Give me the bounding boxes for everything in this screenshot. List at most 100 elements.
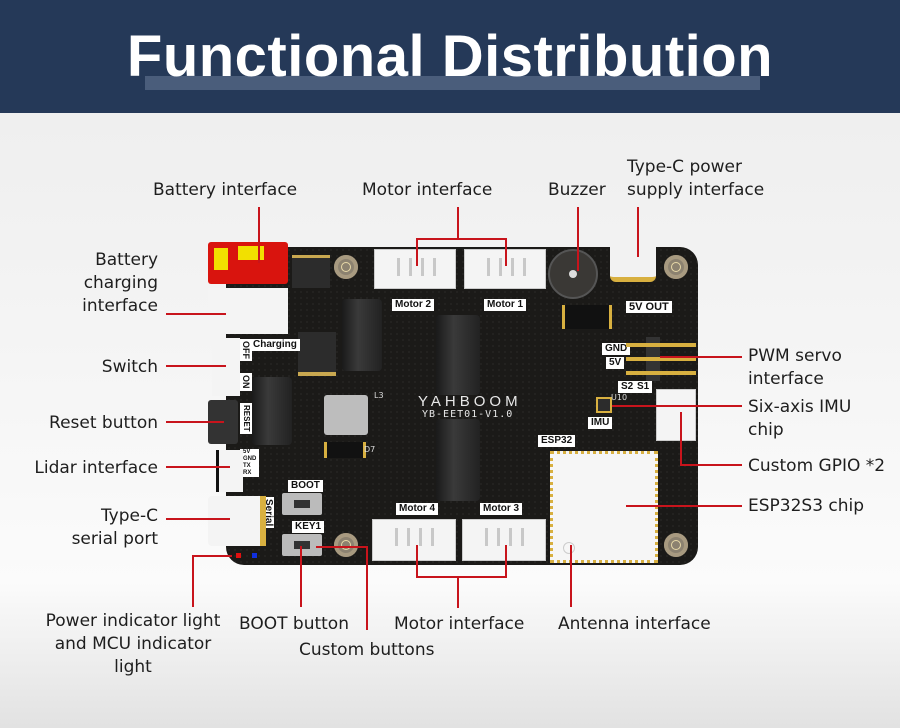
lidar-connector[interactable] [216, 450, 243, 492]
leader-line [660, 356, 742, 358]
leader-line [577, 207, 579, 271]
capacitor [436, 315, 480, 395]
leader-line [680, 464, 742, 466]
power-led [236, 553, 241, 558]
5v-silk: 5V [606, 357, 625, 369]
label-custom-gpio: Custom GPIO *2 [748, 456, 886, 476]
leader-line [505, 238, 507, 266]
typec-serial-port[interactable] [208, 496, 266, 546]
motor1-silk: Motor 1 [484, 299, 527, 311]
key1-silk: KEY1 [292, 521, 325, 533]
motor4-connector[interactable] [372, 519, 456, 561]
u10-label: U10 [611, 393, 628, 402]
leader-line [457, 576, 459, 608]
header-banner: Functional Distribution [0, 0, 900, 113]
leader-line [166, 466, 230, 468]
leader-line [416, 238, 418, 266]
capacitor [252, 377, 292, 445]
leader-line [612, 405, 742, 407]
charging-connector[interactable] [208, 288, 288, 334]
on-silk: ON [240, 373, 252, 391]
inductor-l3 [324, 395, 368, 435]
lidar-pin-labels: 5V GND TX RX [240, 449, 260, 477]
leader-line [258, 207, 260, 263]
leader-line [192, 555, 194, 607]
battery-connector[interactable] [208, 242, 288, 284]
regulator-ic [292, 255, 330, 288]
leader-line [626, 505, 742, 507]
5v-out-silk: 5V OUT [626, 301, 672, 313]
leader-line [166, 421, 224, 423]
gnd-silk: GND [602, 343, 631, 355]
mounting-hole [664, 533, 688, 557]
antenna-connector [563, 542, 575, 554]
gpio-connector[interactable] [656, 389, 696, 441]
key1-button[interactable] [282, 534, 322, 556]
motor2-connector[interactable] [374, 249, 456, 289]
leader-line [457, 207, 459, 239]
sense-resistor [562, 305, 612, 329]
motor4-silk: Motor 4 [396, 503, 439, 515]
leader-line [366, 546, 368, 630]
leader-line [680, 412, 682, 465]
leader-line [637, 207, 639, 257]
typec-power-port[interactable] [610, 247, 656, 282]
off-silk: OFF [240, 339, 252, 361]
label-lidar-interface: Lidar interface [34, 458, 158, 478]
d7-label: D7 [364, 445, 376, 454]
mosfet-ic [298, 332, 336, 376]
reset-silk: RESET [240, 403, 252, 434]
l3-label: L3 [374, 391, 384, 400]
charging-silk: Charging [250, 339, 300, 351]
motor2-silk: Motor 2 [392, 299, 435, 311]
buzzer [548, 249, 598, 299]
label-motor-interface-bottom: Motor interface [394, 614, 525, 634]
imu-chip [596, 397, 612, 413]
power-switch[interactable] [212, 338, 240, 396]
label-reset-button: Reset button [49, 413, 158, 433]
boot-button[interactable] [282, 493, 322, 515]
label-antenna-interface: Antenna interface [558, 614, 711, 634]
leader-line [166, 313, 226, 315]
label-motor-interface-top: Motor interface [362, 180, 493, 200]
header-pin [626, 371, 696, 375]
imu-silk: IMU [588, 417, 613, 429]
title-underline [145, 76, 760, 90]
board-model: YB-EET01-V1.0 [422, 409, 514, 420]
esp32s3-module [550, 451, 658, 563]
label-battery-interface: Battery interface [153, 180, 298, 200]
motor3-silk: Motor 3 [480, 503, 523, 515]
boot-silk: BOOT [288, 480, 323, 492]
leader-line [416, 545, 418, 577]
mcu-led [252, 553, 257, 558]
capacitor [342, 299, 382, 371]
leader-line [300, 546, 302, 607]
header-pin [626, 357, 696, 361]
leader-line [316, 546, 368, 548]
leader-line [570, 545, 572, 607]
leader-line [166, 518, 230, 520]
label-boot-button: BOOT button [239, 614, 349, 634]
leader-line [416, 238, 507, 240]
header-pin [626, 343, 696, 347]
s1-silk: S1 [634, 381, 653, 393]
label-esp32s3-chip: ESP32S3 chip [748, 496, 865, 516]
capacitor [436, 419, 480, 501]
motor3-connector[interactable] [462, 519, 546, 561]
label-custom-buttons: Custom buttons [299, 640, 435, 660]
leader-line [192, 555, 232, 557]
label-buzzer: Buzzer [548, 180, 606, 200]
esp32-silk: ESP32 [538, 435, 576, 447]
page-title: Functional Distribution [126, 24, 774, 89]
mounting-hole [334, 255, 358, 279]
leader-line [505, 545, 507, 577]
yahboom-logo: YAHBOOM [418, 393, 522, 410]
mounting-hole [334, 533, 358, 557]
s2-silk: S2 [618, 381, 637, 393]
diode-d7 [324, 442, 366, 458]
